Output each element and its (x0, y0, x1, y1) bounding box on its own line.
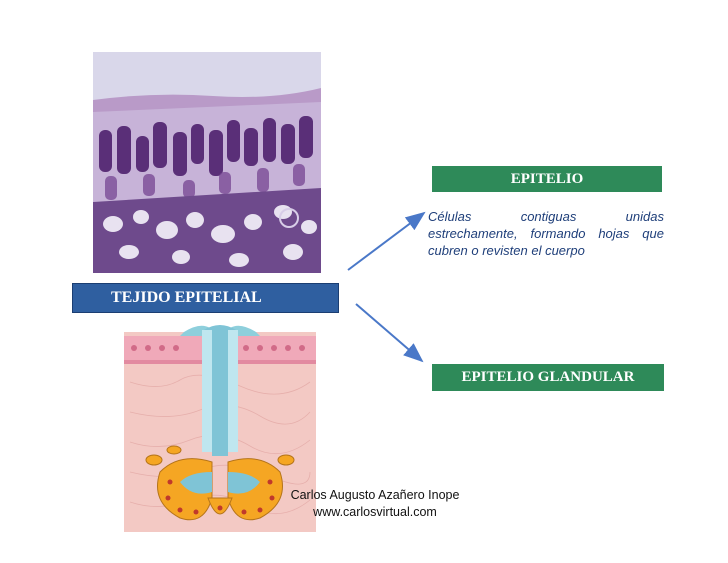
gland-illustration (124, 325, 316, 532)
author-name: Carlos Augusto Azañero Inope (290, 488, 460, 502)
epitelio-text: EPITELIO (510, 170, 584, 187)
arrow-to-glandular (355, 303, 424, 363)
credits: Carlos Augusto Azañero Inope www.carlosv… (260, 487, 490, 521)
epitelio-label: EPITELIO (432, 166, 662, 192)
epitelio-glandular-label: EPITELIO GLANDULAR (432, 364, 664, 391)
epithelium-micrograph (93, 52, 321, 273)
tejido-epitelial-text: TEJIDO EPITELIAL (111, 289, 262, 306)
epitelio-glandular-text: EPITELIO GLANDULAR (461, 369, 635, 385)
arrow-to-epitelio (347, 211, 426, 271)
website-url: www.carlosvirtual.com (313, 505, 437, 519)
epitelio-description: Células contiguas unidas estrechamente, … (428, 209, 664, 258)
tejido-epitelial-label: TEJIDO EPITELIAL (72, 283, 339, 313)
